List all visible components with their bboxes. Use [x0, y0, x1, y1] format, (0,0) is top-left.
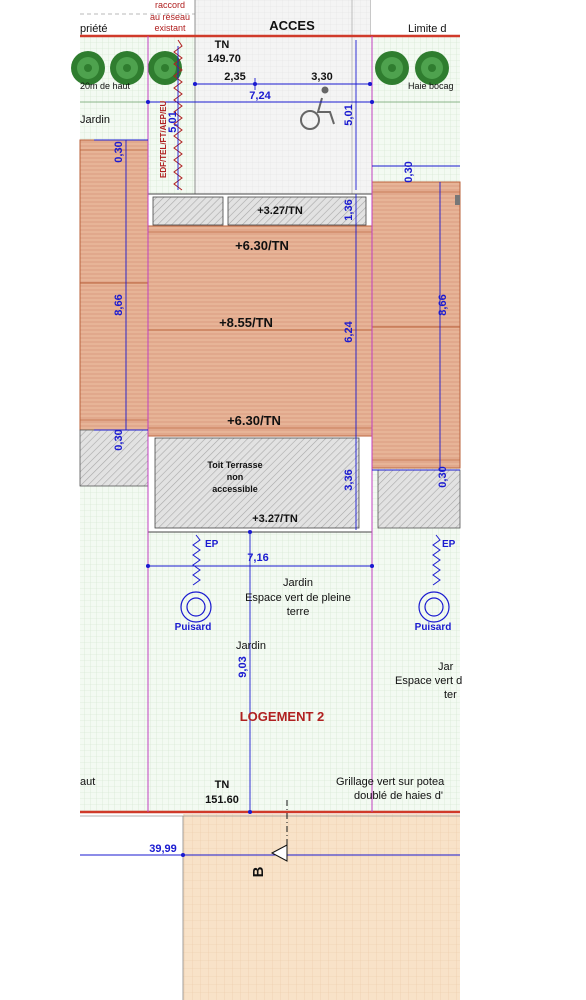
tree-icon — [110, 51, 144, 85]
label-jardin-center: Jardin — [283, 577, 313, 589]
drain-pipe-right — [432, 534, 441, 586]
dim-0-30-br: 0,30 — [437, 466, 449, 487]
tree-icon — [71, 51, 105, 85]
dim-7-16: 7,16 — [247, 552, 268, 564]
label-puisard-left: Puisard — [175, 622, 212, 633]
level-630-top: +6.30/TN — [235, 238, 289, 253]
entrance-canopy-left — [152, 196, 224, 226]
label-jardin-right: Jar — [438, 661, 454, 673]
level-327-bottom: +3.27/TN — [252, 513, 298, 525]
dim-7-24: 7,24 — [249, 90, 271, 102]
toit-terrasse-line-3: accessible — [212, 484, 258, 494]
wheelchair-icon — [300, 86, 335, 130]
toit-terrasse-line-2: non — [227, 472, 244, 482]
label-propriete: priété — [80, 23, 108, 35]
tree-icon — [375, 51, 409, 85]
axis-lines — [147, 36, 373, 812]
label-raccord-2: au réseau — [150, 12, 190, 22]
roof-terrace — [154, 437, 360, 529]
puisard-icon — [180, 591, 212, 623]
puisard-icon — [418, 591, 450, 623]
label-acces: ACCES — [269, 18, 315, 33]
toit-terrasse-line-1: Toit Terrasse — [207, 460, 262, 470]
dim-3-36: 3,36 — [343, 469, 355, 490]
drain-pipe-left — [192, 534, 201, 586]
dim-8-66-right: 8,66 — [437, 294, 449, 315]
label-logement: LOGEMENT 2 — [240, 709, 325, 724]
dim-1-36: 1,36 — [343, 199, 355, 220]
label-jardin-left: Jardin — [80, 114, 110, 126]
dim-3-30: 3,30 — [311, 71, 332, 83]
dim-5-01-right: 5,01 — [343, 104, 355, 125]
dim-5-01-left: 5,01 — [167, 111, 179, 132]
label-raccord-1: raccord — [155, 0, 185, 10]
label-puisard-right: Puisard — [415, 622, 452, 633]
label-grillage-2: doublé de haies d' — [354, 790, 443, 802]
roof-lower — [147, 329, 373, 437]
label-haut-bottom-left: aut — [80, 776, 95, 788]
label-espace-vert-1: Espace vert de pleine — [245, 592, 351, 604]
label-grillage-1: Grillage vert sur potea — [336, 776, 445, 788]
dim-0-30-tr: 0,30 — [403, 161, 415, 182]
entrance-canopy-right — [227, 196, 367, 226]
label-limite: Limite d — [408, 23, 447, 35]
label-espace-vert-right-1: Espace vert d — [395, 675, 462, 687]
level-327-top: +3.27/TN — [257, 205, 303, 217]
label-tn-bottom-value: 151.60 — [205, 794, 239, 806]
label-espace-vert-right-2: ter — [444, 689, 457, 701]
level-855: +8.55/TN — [219, 315, 273, 330]
label-ep-left: EP — [205, 539, 219, 550]
road-area — [183, 814, 460, 1000]
tree-icon — [415, 51, 449, 85]
dim-0-30-tl: 0,30 — [113, 141, 125, 162]
label-raccord-3: existant — [154, 23, 186, 33]
label-jardin-lower: Jardin — [236, 640, 266, 652]
section-marker-b — [270, 800, 288, 862]
label-tn-bottom: TN — [215, 779, 230, 791]
label-tn-top-value: 149.70 — [207, 53, 241, 65]
label-haut-left: 20m de haut — [80, 81, 131, 91]
tree-icon — [148, 51, 182, 85]
label-ep-right: EP — [442, 539, 456, 550]
dim-2-35: 2,35 — [224, 71, 245, 83]
neighbor-terrace-right — [377, 469, 461, 529]
level-630-bottom: +6.30/TN — [227, 413, 281, 428]
label-haie-bocage: Haie bocag — [408, 81, 454, 91]
access-driveway — [195, 0, 370, 194]
dimension-lines — [80, 40, 460, 858]
dim-0-30-bl: 0,30 — [113, 429, 125, 450]
roof-upper — [147, 225, 373, 331]
dim-9-03: 9,03 — [237, 656, 249, 677]
dim-6-24: 6,24 — [343, 320, 355, 342]
label-tn-top: TN — [215, 39, 230, 51]
label-reseaux: EDF/TEL/FT/AEP/EU — [159, 100, 168, 178]
neighbor-roof-left — [79, 139, 149, 431]
dim-8-66-left: 8,66 — [113, 294, 125, 315]
label-section-b: B — [250, 866, 267, 877]
label-espace-vert-2: terre — [287, 606, 310, 618]
neighbor-roof-right — [371, 181, 461, 469]
dim-39-99: 39,99 — [149, 843, 177, 855]
